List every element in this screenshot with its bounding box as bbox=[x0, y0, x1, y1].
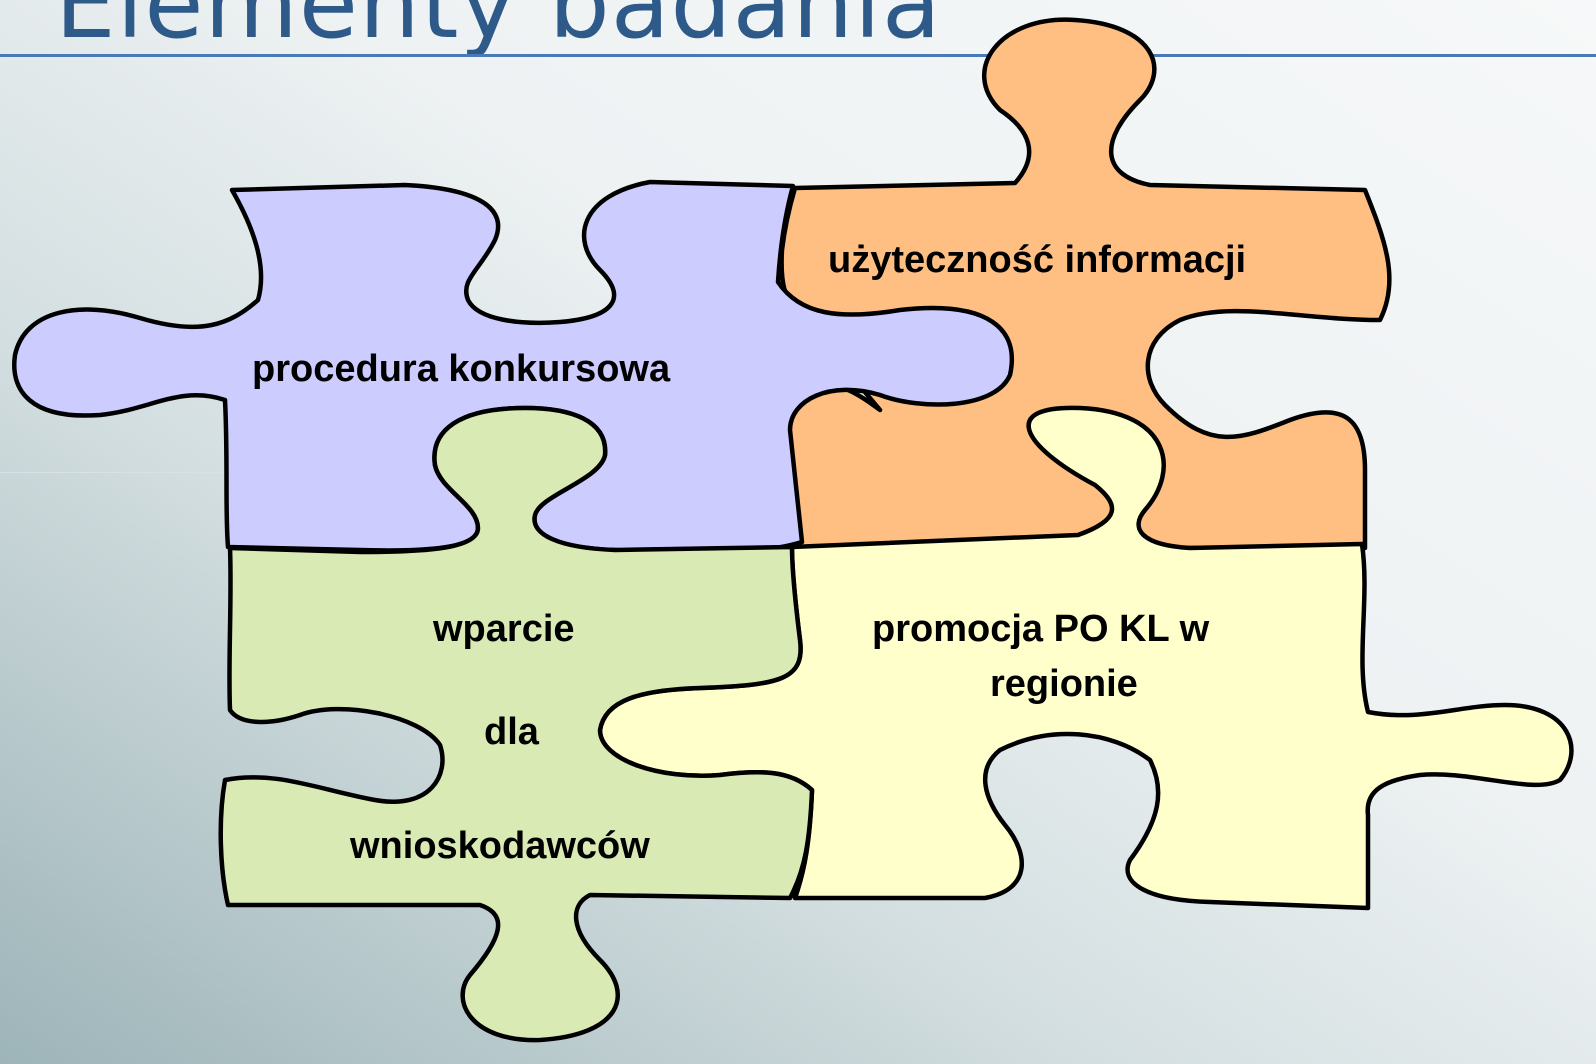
title-underline bbox=[0, 54, 1596, 57]
slide-title: Elementy badania bbox=[55, 0, 942, 60]
label-wsparcie-line3: wnioskodawców bbox=[350, 825, 650, 867]
label-wsparcie-line1: wparcie bbox=[433, 608, 575, 650]
piece-shape-wsparcie bbox=[218, 405, 815, 1043]
label-promocja-line2: regionie bbox=[990, 663, 1138, 705]
label-wsparcie-line2: dla bbox=[484, 711, 539, 753]
label-promocja-line1: promocja PO KL w bbox=[872, 608, 1210, 650]
label-uzytecznosc: użyteczność informacji bbox=[828, 239, 1247, 281]
label-procedura: procedura konkursowa bbox=[252, 348, 671, 390]
divider-line bbox=[0, 472, 230, 473]
puzzle-piece-wsparcie[interactable] bbox=[218, 405, 815, 1043]
